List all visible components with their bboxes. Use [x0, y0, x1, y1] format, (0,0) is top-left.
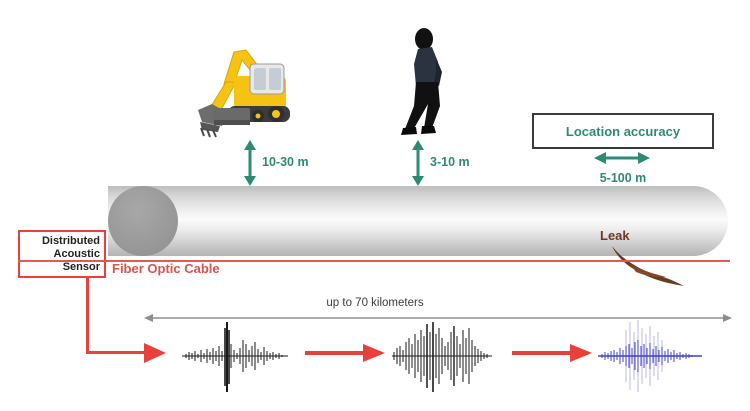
fiber-optic-cable-line [18, 260, 730, 262]
red-arrow-right-icon [305, 343, 385, 363]
distance-scale-axis [144, 311, 732, 330]
waveform-1 [180, 318, 290, 396]
signal-path-horizontal [86, 351, 146, 354]
das-line-2: Acoustic [53, 247, 100, 260]
double-arrow-vertical-icon [242, 140, 258, 191]
walking-person-icon [398, 28, 458, 143]
pipeline-end-cap [108, 186, 178, 256]
person-depth-label: 3-10 m [430, 155, 470, 169]
leak-plume-icon [610, 244, 690, 293]
leak-label: Leak [600, 228, 630, 243]
signal-path-vertical [86, 278, 89, 354]
distance-scale-label: up to 70 kilometers [326, 297, 424, 309]
waveform-3 [596, 316, 706, 398]
red-arrow-right-icon [512, 343, 592, 363]
das-line-1: Distributed [41, 234, 100, 247]
double-arrow-vertical-icon [410, 140, 426, 191]
excavator-icon [172, 38, 302, 143]
waveform-2 [388, 316, 498, 398]
distributed-acoustic-sensor-box: Distributed Acoustic Sensor [18, 230, 106, 278]
fiber-optic-cable-label: Fiber Optic Cable [112, 261, 220, 276]
double-arrow-horizontal-icon [594, 150, 650, 171]
excavator-depth-label: 10-30 m [262, 155, 309, 169]
location-accuracy-range-label: 5-100 m [599, 171, 647, 185]
das-line-3: Sensor [62, 260, 100, 273]
pipeline-body [108, 186, 728, 256]
red-arrow-right-icon [142, 342, 166, 369]
location-accuracy-label: Location accuracy [565, 123, 681, 139]
location-accuracy-box: Location accuracy [532, 113, 714, 149]
